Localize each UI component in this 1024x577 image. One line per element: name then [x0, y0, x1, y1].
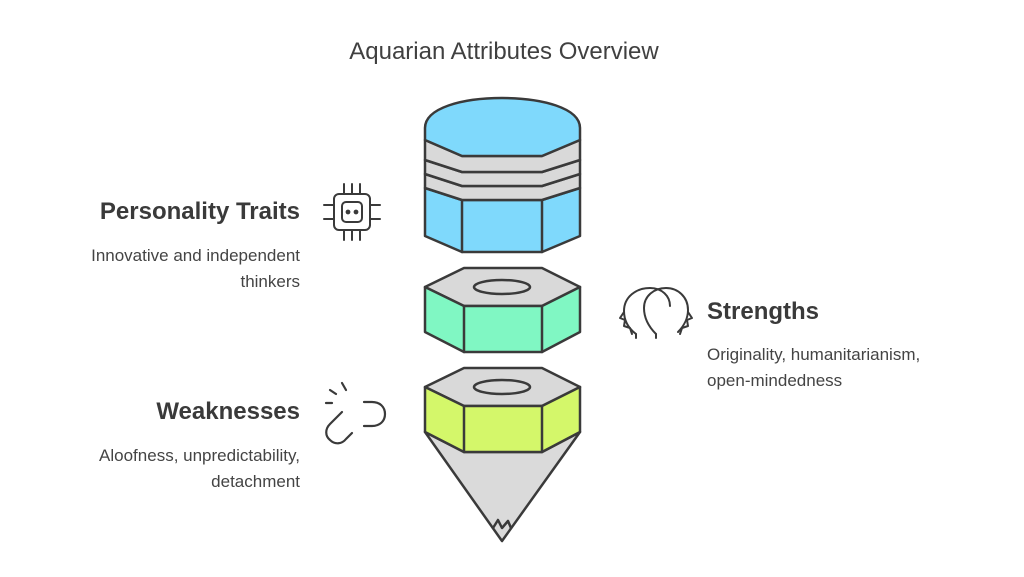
personality-description-line: Innovative and independent — [91, 246, 300, 265]
pencil-middle-segment — [423, 266, 582, 354]
weaknesses-heading: Weaknesses — [156, 398, 300, 425]
chip-icon — [323, 183, 381, 241]
strengths-description: Originality, humanitarianism, open-minde… — [707, 342, 920, 394]
pencil-top-segment — [423, 96, 582, 254]
two-heads-icon — [619, 287, 693, 339]
top-segment-cap — [423, 96, 582, 158]
diagram-title: Aquarian Attributes Overview — [349, 38, 659, 65]
weaknesses-description: Aloofness, unpredictability, detachment — [99, 443, 300, 495]
weaknesses-description-line: detachment — [211, 472, 300, 491]
strengths-description-line: Originality, humanitarianism, — [707, 345, 921, 364]
pencil-bottom-segment — [423, 366, 582, 543]
personality-description-line: thinkers — [240, 272, 300, 291]
personality-heading: Personality Traits — [99, 198, 300, 225]
bottom-segment-hole — [472, 378, 532, 396]
personality-description: Innovative and independent thinkers — [91, 243, 300, 295]
strengths-heading: Strengths — [707, 298, 820, 325]
weaknesses-description-line: Aloofness, unpredictability, — [99, 446, 300, 465]
strengths-description-line: open-mindedness — [707, 371, 843, 390]
middle-segment-hole — [472, 278, 532, 296]
cone-tip-crack — [491, 518, 513, 530]
broken-link-icon — [324, 381, 387, 445]
